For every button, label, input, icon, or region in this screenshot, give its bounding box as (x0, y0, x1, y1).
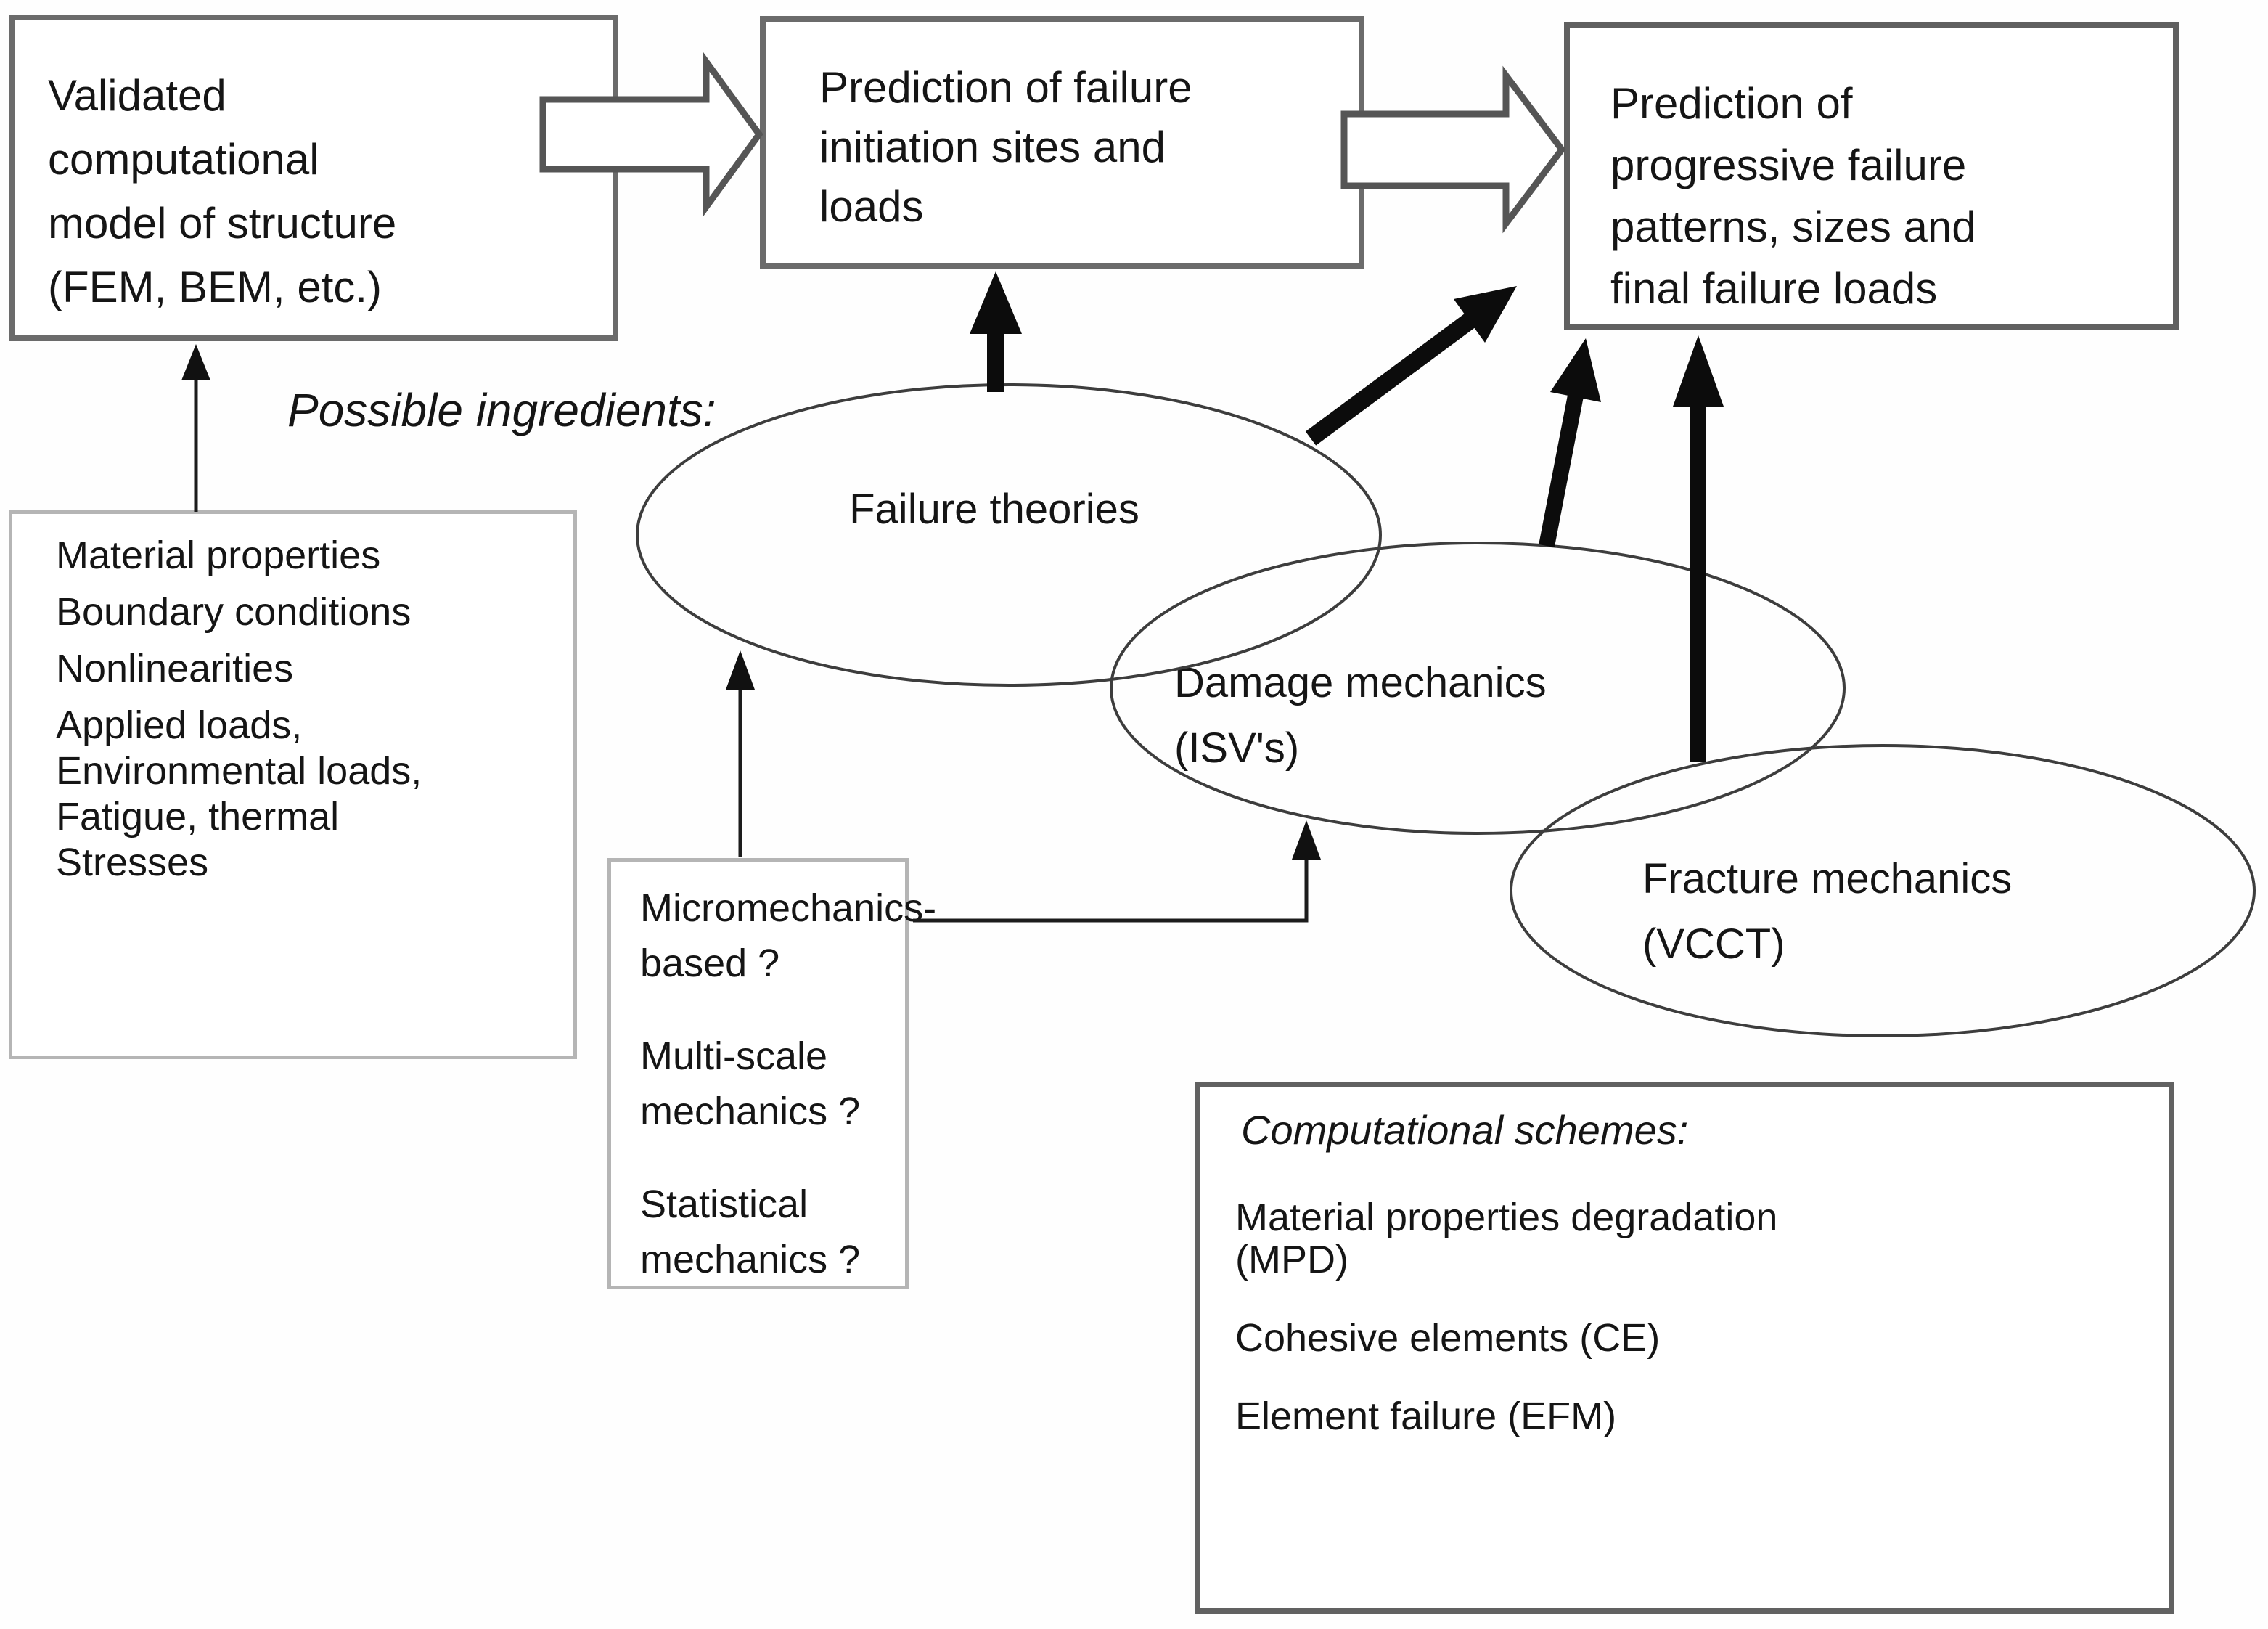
scheme-item: Element failure (EFM) (1235, 1395, 1617, 1438)
arrow-failure-to-initiation-head (970, 272, 1022, 334)
arrow-damage-to-progressive (1539, 393, 1584, 548)
arrow-damage-to-progressive-head (1550, 338, 1601, 402)
schemes-title: Computational schemes: (1241, 1107, 1689, 1153)
arrow-micromech-to-failure-head (726, 650, 755, 690)
arrow-failure-to-progressive (1305, 313, 1476, 446)
input-item: Nonlinearities (56, 647, 294, 690)
scheme-item: Cohesive elements (CE) (1235, 1316, 1661, 1360)
damage-mechanics-label: Damage mechanics (ISV's) (1174, 659, 1547, 772)
input-item: Material properties (56, 534, 381, 577)
scheme-item: Material properties degradation (MPD) (1235, 1196, 1778, 1281)
arrow-micromech-to-damage-head (1292, 820, 1321, 860)
input-item: Boundary conditions (56, 590, 412, 634)
box-line: Validated (48, 71, 226, 120)
flow-arrow-initiation-to-progressive (1340, 65, 1566, 234)
input-item: Applied loads, Environmental loads, Fati… (56, 703, 422, 884)
box-line: model of structure (48, 199, 397, 248)
progressive-failure-box: Prediction of progressive failure patter… (1564, 22, 2179, 330)
arrow-inputs-to-model-head (181, 344, 210, 380)
box-line: initiation sites and (819, 123, 1166, 171)
micromechanics-box: Micromechanics- based ? Multi-scale mech… (607, 858, 937, 1289)
failure-theories-label: Failure theories (849, 486, 1139, 533)
fracture-mechanics-label: Fracture mechanics (VCCT) (1642, 855, 2013, 968)
box-line: Prediction of (1610, 79, 1853, 128)
box-line: final failure loads (1610, 264, 1938, 313)
computational-schemes-box: Computational schemes: Material properti… (1195, 1082, 2174, 1614)
box-line: computational (48, 135, 319, 184)
model-inputs-box: Material properties Boundary conditions … (9, 510, 577, 1059)
possible-ingredients-label: Possible ingredients: (287, 384, 716, 436)
arrow-fracture-to-progressive-head (1673, 335, 1724, 407)
box-line: patterns, sizes and (1610, 203, 1976, 251)
failure-initiation-box: Prediction of failure initiation sites a… (760, 16, 1364, 269)
micromech-item: Micromechanics- based ? (640, 886, 937, 985)
box-line: (FEM, BEM, etc.) (48, 263, 382, 311)
micromech-item: Multi-scale mechanics ? (640, 1034, 861, 1133)
validated-model-box: Validated computational model of structu… (9, 15, 618, 341)
micromech-item: Statistical mechanics ? (640, 1183, 861, 1281)
arrow-failure-to-progressive-head (1454, 286, 1517, 343)
box-line: Prediction of failure (819, 63, 1192, 112)
arrow-micromech-to-damage (913, 842, 1309, 923)
failure-theories-ellipse (636, 383, 1382, 687)
box-line: loads (819, 182, 924, 231)
box-line: progressive failure (1610, 141, 1967, 189)
